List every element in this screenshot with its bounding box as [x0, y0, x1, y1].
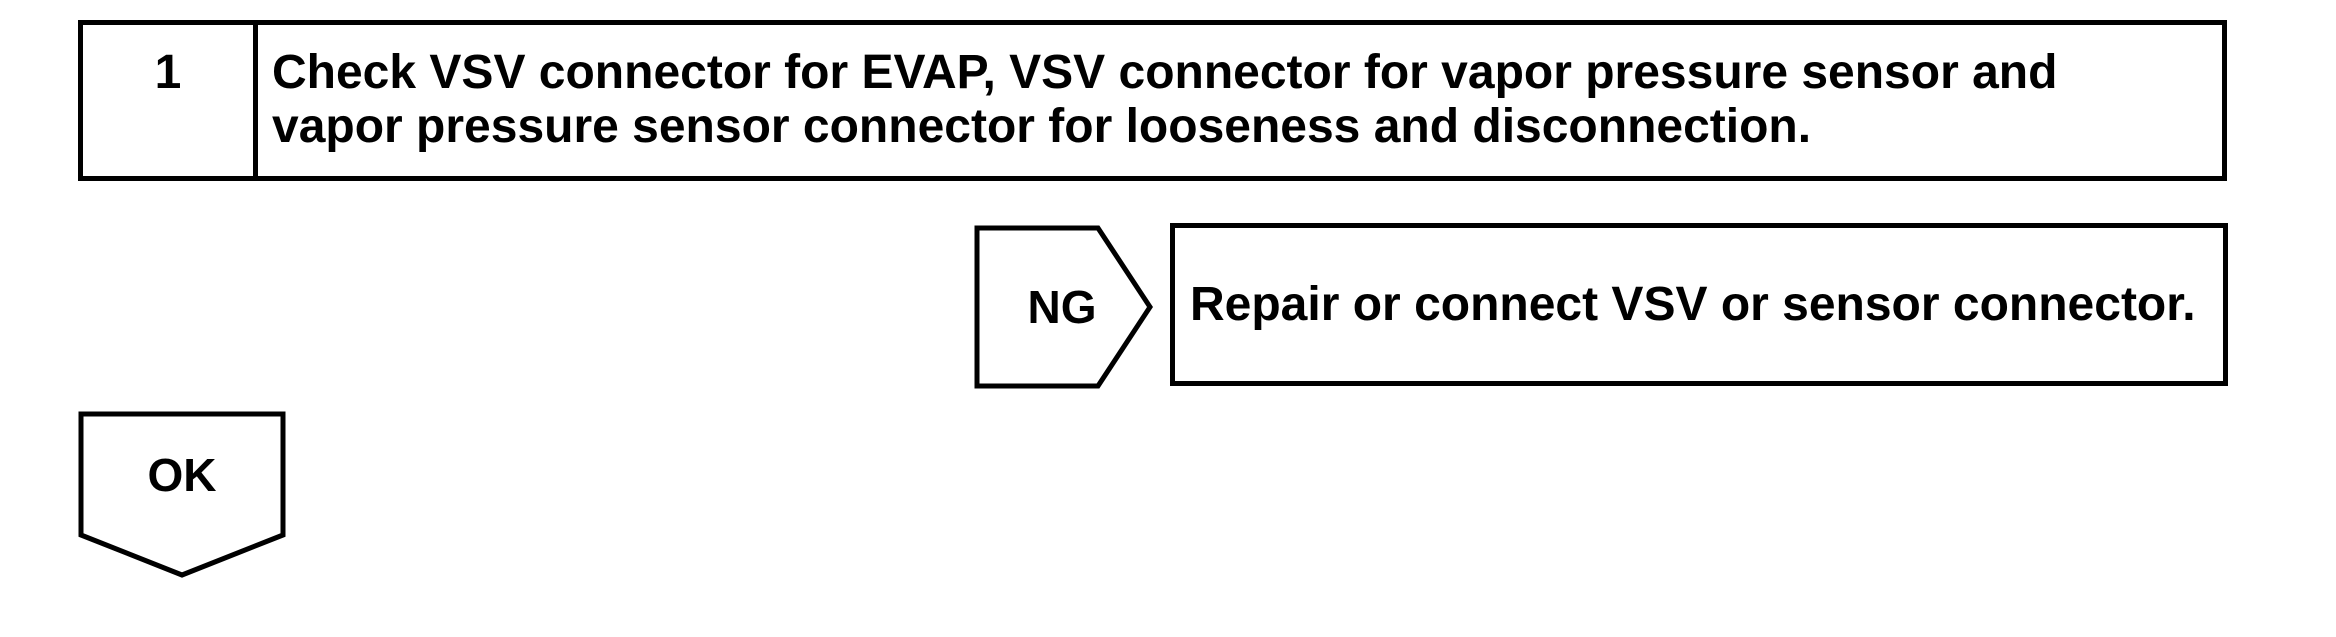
- ok-pentagon-down-arrow-icon: [78, 411, 286, 578]
- step-number: 1: [83, 25, 258, 176]
- step-instruction-line-2: vapor pressure sensor connector for loos…: [272, 100, 1812, 153]
- ng-branch-connector: NG: [974, 225, 1154, 389]
- ng-label: NG: [1027, 281, 1097, 333]
- step-instruction-line-1: Check VSV connector for EVAP, VSV connec…: [272, 46, 2058, 99]
- ok-label: OK: [147, 448, 217, 501]
- step-box: 1 Check VSV connector for EVAP, VSV conn…: [78, 20, 2227, 181]
- ng-result-box: Repair or connect VSV or sensor connecto…: [1170, 223, 2228, 386]
- ng-result-text: Repair or connect VSV or sensor connecto…: [1190, 278, 2196, 331]
- ok-branch-connector: OK: [78, 411, 286, 579]
- step-instruction: Check VSV connector for EVAP, VSV connec…: [258, 25, 2057, 176]
- ng-pentagon-right-arrow-icon: [974, 225, 1153, 389]
